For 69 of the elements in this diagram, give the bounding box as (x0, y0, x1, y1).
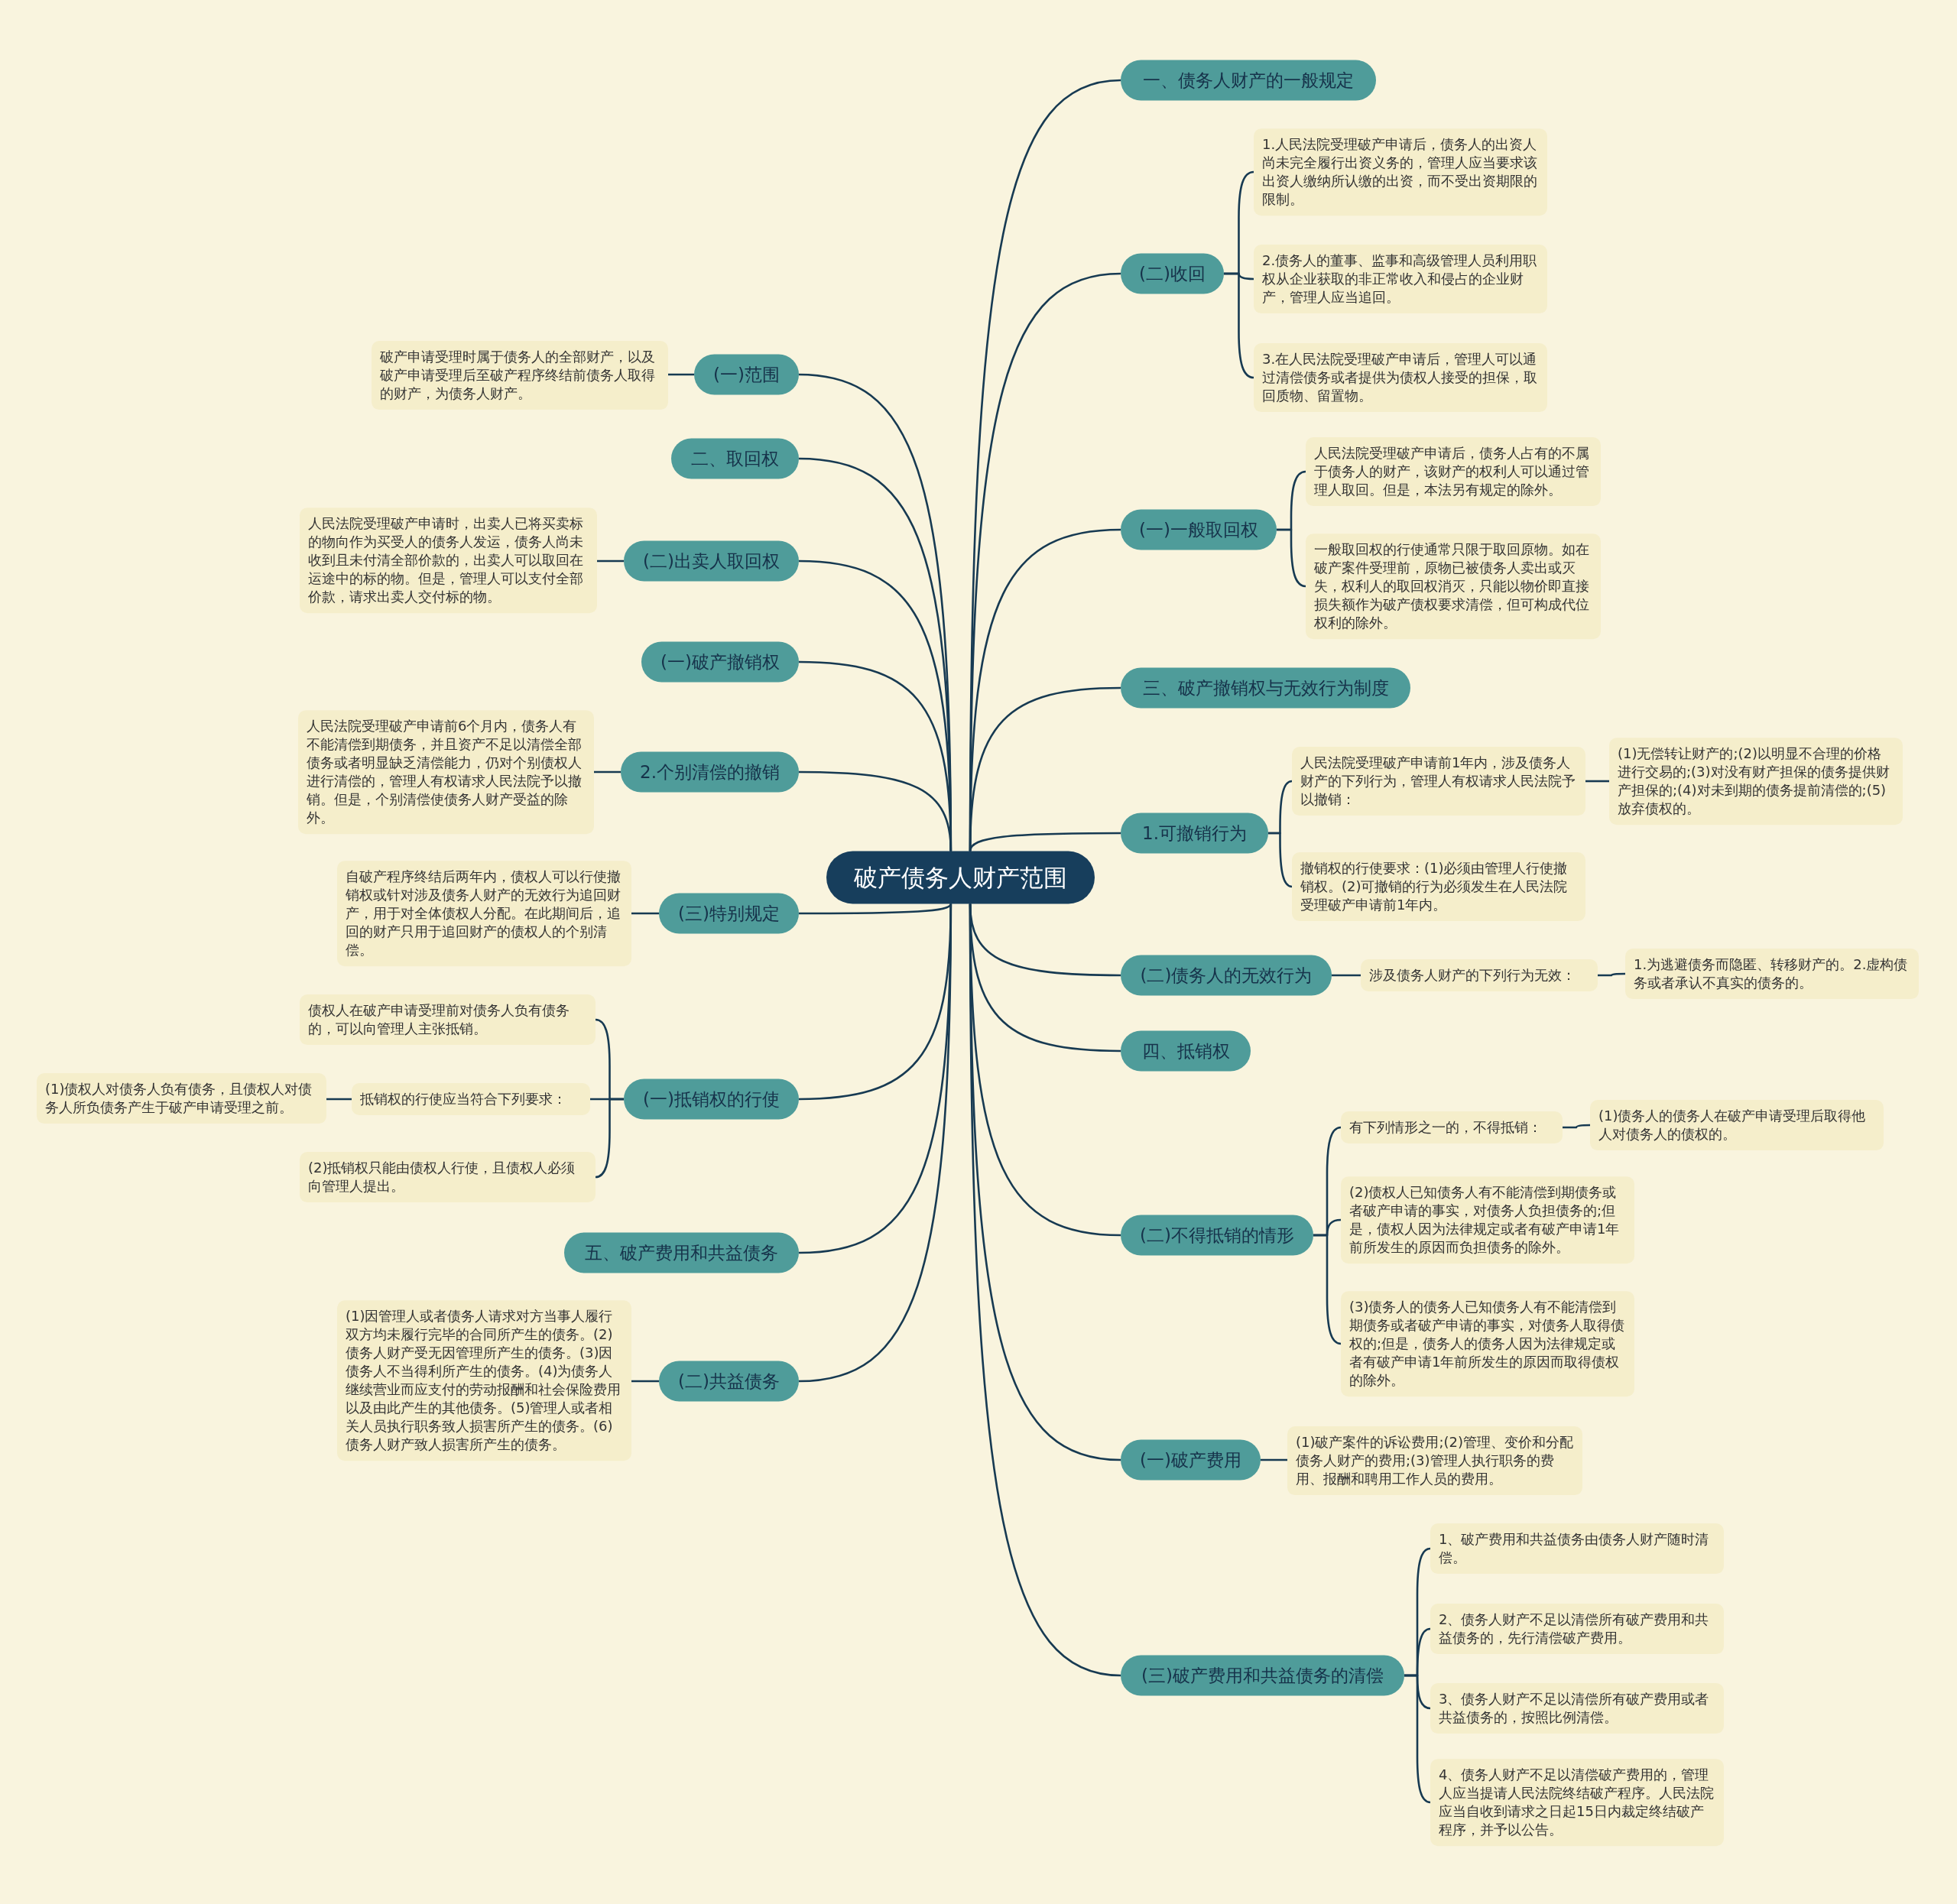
note-card: (2)抵销权只能由债权人行使，且债权人必须向管理人提出。 (300, 1152, 596, 1202)
topic-pill: (二)收回 (1121, 253, 1224, 294)
note-card: (1)破产案件的诉讼费用;(2)管理、变价和分配债务人财产的费用;(3)管理人执行职务的费用、报酬和聘用工作人员的费用。 (1287, 1426, 1582, 1495)
note-card: 债权人在破产申请受理前对债务人负有债务的，可以向管理人主张抵销。 (300, 994, 596, 1045)
note-card: 1.为逃避债务而隐匿、转移财产的。2.虚构债务或者承认不真实的债务的。 (1625, 949, 1919, 999)
note-card: 涉及债务人财产的下列行为无效： (1361, 959, 1598, 991)
note-card: 抵销权的行使应当符合下列要求： (352, 1083, 590, 1115)
note-card: 4、债务人财产不足以清偿破产费用的，管理人应当提请人民法院终结破产程序。人民法院应当自收到请求之日起15日内裁定终结破产程序，并予以公告。 (1430, 1759, 1724, 1846)
topic-pill: (二)共益债务 (659, 1361, 799, 1402)
topic-pill: 2.个别清偿的撤销 (621, 751, 799, 793)
connector-line (1261, 1458, 1287, 1461)
note-card: 有下列情形之一的，不得抵销： (1341, 1111, 1563, 1143)
connector-line (1585, 780, 1609, 783)
note-card: 1.人民法院受理破产申请后，债务人的出资人尚未完全履行出资义务的，管理人应当要求该出资人缴纳所认缴的出资，而不受出资期限的限制。 (1254, 128, 1547, 216)
note-card: 2、债务人财产不足以清偿所有破产费用和共益债务的，先行清偿破产费用。 (1430, 1604, 1724, 1654)
note-card: 3、债务人财产不足以清偿所有破产费用或者共益债务的，按照比例清偿。 (1430, 1683, 1724, 1734)
topic-pill: 1.可撤销行为 (1121, 813, 1268, 854)
connector-line (1268, 832, 1293, 888)
topic-pill: (一)抵销权的行使 (624, 1079, 799, 1120)
connector-line (631, 912, 659, 915)
topic-pill: 四、抵销权 (1121, 1030, 1251, 1072)
topic-pill: (二)债务人的无效行为 (1121, 955, 1332, 996)
note-card: 破产申请受理时属于债务人的全部财产，以及破产申请受理后至破产程序终结前债务人取得的财产，为债务人财产。 (372, 341, 668, 410)
topic-pill: 三、破产撤销权与无效行为制度 (1121, 667, 1410, 709)
note-card: (2)债权人已知债务人有不能清偿到期债务或者破产申请的事实，对债务人负担债务的;但是，债权人因为法律规定或者有破产申请1年前所发生的原因而负担债务的除外。 (1341, 1176, 1634, 1263)
topic-pill: (一)一般取回权 (1121, 509, 1277, 550)
note-card: (1)债权人对债务人负有债务，且债权人对债务人所负债务产生于破产申请受理之前。 (37, 1073, 326, 1124)
connector-line (594, 770, 621, 774)
connector-line (1223, 272, 1254, 379)
topic-pill: (三)破产费用和共益债务的清偿 (1121, 1655, 1404, 1696)
connector-line (1277, 528, 1306, 588)
connector-line (1404, 1674, 1431, 1804)
connector-line (668, 373, 694, 376)
note-card: 人民法院受理破产申请前6个月内，债务人有不能清偿到期债务，并且资产不足以清偿全部债务或者明显缺乏清偿能力，仍对个别债权人进行清偿的，管理人有权请求人民法院予以撤销。但是，个别清偿使债务人财产受益的除外。 (298, 710, 594, 834)
topic-pill: 二、取回权 (671, 438, 799, 479)
connector-line (799, 903, 952, 915)
connector-line (326, 1098, 352, 1101)
connector-line (799, 770, 953, 851)
connector-line (1598, 972, 1625, 977)
connector-line (597, 560, 624, 563)
note-card: (1)债务人的债务人在破产申请受理后取得他人对债务人的债权的。 (1590, 1100, 1884, 1150)
topic-pill: 五、破产费用和共益债务 (564, 1232, 799, 1273)
note-card: 人民法院受理破产申请后，债务人占有的不属于债务人的财产，该财产的权利人可以通过管理人取回。但是，本法另有规定的除外。 (1306, 437, 1601, 506)
connector-line (1332, 974, 1361, 977)
note-card: 2.债务人的董事、监事和高级管理人员利用职权从企业获取的非正常收入和侵占的企业财产，管理人应当追回。 (1254, 245, 1547, 313)
topic-pill: (一)破产撤销权 (641, 641, 799, 683)
note-card: 1、破产费用和共益债务由债务人财产随时清偿。 (1430, 1523, 1724, 1574)
connector-line (1313, 1234, 1342, 1345)
connector-line (798, 903, 953, 1383)
note-card: 一般取回权的行使通常只限于取回原物。如在破产案件受理前，原物已被债务人卖出或灭失，权利人的取回权消灭，只能以物价即直接损失额作为破产债权要求清偿，但可构成代位权利的除外。 (1306, 534, 1601, 639)
note-card: 自破产程序终结后两年内，债权人可以行使撤销权或针对涉及债务人财产的无效行为追回财产，用于对全体债权人分配。在此期间后，追回的财产只用于追回财产的债权人的个别清偿。 (337, 861, 631, 966)
topic-pill: (三)特别规定 (659, 893, 799, 934)
note-card: 人民法院受理破产申请前1年内，涉及债务人财产的下列行为，管理人有权请求人民法院予以撤销： (1292, 747, 1585, 816)
connector-line (969, 832, 1121, 851)
topic-pill: 一、债务人财产的一般规定 (1121, 60, 1376, 101)
note-card: (1)无偿转让财产的;(2)以明显不合理的价格进行交易的;(3)对没有财产担保的债务提供财产担保的;(4)对未到期的债务提前清偿的;(5)放弃债权的。 (1609, 738, 1903, 825)
topic-pill: (一)范围 (694, 354, 799, 395)
note-card: 3.在人民法院受理破产申请后，管理人可以通过清偿债务或者提供为债权人接受的担保，取回质物、留置物。 (1254, 343, 1547, 412)
topic-pill: (二)不得抵销的情形 (1121, 1215, 1313, 1256)
connector-line (595, 1098, 624, 1179)
central-topic: 破产债务人财产范围 (826, 851, 1095, 904)
topic-pill: (一)破产费用 (1121, 1439, 1261, 1481)
note-card: 撤销权的行使要求：(1)必须由管理人行使撤销权。(2)可撤销的行为必须发生在人民法院受理破产申请前1年内。 (1292, 852, 1585, 921)
note-card: 人民法院受理破产申请时，出卖人已将买卖标的物向作为买受人的债务人发运，债务人尚未收到且未付清全部价款的，出卖人可以取回在运途中的标的物。但是，管理人可以支付全部价款，请求出卖人交付标的物。 (300, 508, 597, 613)
note-card: (3)债务人的债务人已知债务人有不能清偿到期债务或者破产申请的事实，对债务人取得债权的;但是，债务人的债务人因为法律规定或者有破产申请1年前所发生的原因而取得债权的除外。 (1341, 1291, 1634, 1396)
note-card: (1)因管理人或者债务人请求对方当事人履行双方均未履行完毕的合同所产生的债务。(2)债务人财产受无因管理所产生的债务。(3)因债务人不当得利所产生的债务。(4)为债务人继续营业而应支付的劳动报酬和社会保险费用以及由此产生的其他债务。(5)管理人或者相关人员执行职务致人损害所产生的债务。(6)债务人财产致人损害所产生的债务。 (337, 1300, 631, 1461)
topic-pill: (二)出卖人取回权 (624, 540, 799, 582)
connector-line (969, 903, 1121, 1677)
connector-line (1563, 1124, 1590, 1129)
